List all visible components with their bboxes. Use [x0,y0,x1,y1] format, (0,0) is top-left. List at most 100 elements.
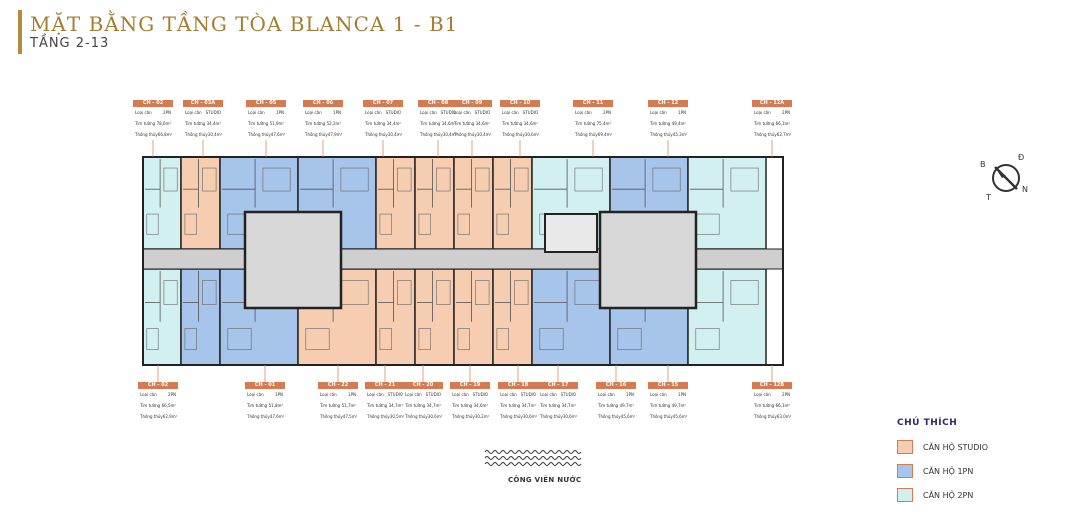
unit-label-key: Thông thủy [575,132,598,137]
unit-label-key: Loại căn [650,110,667,115]
unit-label-value: 34,7m² [426,403,441,408]
unit-label-key: Tim tường [320,403,341,408]
legend-label-2pn: CĂN HỘ 2PN [923,490,974,500]
unit-label-row-type: Loại căn 2PN [133,107,173,118]
unit-label-key: Thông thủy [320,414,343,419]
unit-label-value: 66,5m² [161,403,176,408]
unit-bottom-ch-20-bath [379,328,392,350]
unit-label-key: Tim tường [598,403,619,408]
unit-label-key: Thông thủy [598,414,621,419]
unit-bottom-ch-01 [180,268,221,366]
unit-top-ch-02-bath [146,213,159,235]
unit-top-ch-12-bed [652,167,681,192]
wave-line-0 [484,450,582,454]
unit-label-key: Loại căn [247,392,264,397]
unit-label-value: 63,0m² [776,414,792,419]
unit-label-value: 78,6m² [156,121,171,126]
compass-south: T [985,193,991,202]
unit-label-id: CH - 22 [318,382,358,389]
unit-label-value: 34,6m² [475,121,490,126]
unit-label-key: Thông thủy [452,414,475,419]
unit-bottom-ch-18-bath [457,328,470,350]
unit-label-key: Thông thủy [754,414,777,419]
unit-label-value: STUDIO [205,110,221,115]
compass-icon: Đ B N T [980,153,1028,202]
wave-line-1 [484,456,582,460]
unit-top-ch-12a-bed [730,167,759,192]
compass-north: N [1022,185,1028,194]
unit-top-ch-10-bed [514,167,529,192]
unit-label-id: CH - 08 [418,100,458,107]
unit-top-ch-03a-bath [184,213,197,235]
unit-label-value: 52,2m² [326,121,341,126]
unit-label-value: 49,7m² [619,403,634,408]
unit-label-value: 1PN [348,392,356,397]
unit-top-ch-11-bed [574,167,603,192]
legend-swatch-2pn [897,488,913,502]
unit-label-value: 34,4m² [386,121,401,126]
unit-label-key: Loại căn [135,110,152,115]
unit-label-value: 75,4m² [596,121,611,126]
unit-label-value: 30,4m² [207,132,223,137]
unit-label-key: Tim tường [247,403,268,408]
unit-label-value: 30,5m² [389,414,405,419]
unit-label-value: 49,4m² [671,121,686,126]
unit-label-value: 34,7m² [561,403,576,408]
unit-label-key: Thông thủy [500,414,523,419]
unit-label-key: Thông thủy [365,132,388,137]
unit-label-value: 1PN [678,392,686,397]
unit-label-key: Loại căn [754,110,771,115]
unit-label-id: CH - 11 [573,100,613,107]
unit-bottom-ch-17-bath [496,328,509,350]
unit-label-value: 2PN [782,392,790,397]
unit-label-key: Thông thủy [367,414,390,419]
unit-label-value: 34,6m² [441,121,456,126]
unit-label-id: CH - 02 [133,100,173,107]
unit-bottom-ch-12b [687,268,767,366]
unit-label-key: Loại căn [320,392,337,397]
unit-bottom-ch-02-bath [146,328,159,350]
compass-east: Đ [1018,153,1024,162]
unit-label-value: STUDIO [385,110,401,115]
core-left [243,210,343,310]
unit-label-value: 47,6m² [270,132,286,137]
unit-label-key: Tim tường [135,121,156,126]
unit-label-id: CH - 16 [596,382,636,389]
unit-label-value: 2PN [163,110,171,115]
unit-bottom-ch-20 [375,268,416,366]
unit-label-key: Loại căn [248,110,265,115]
unit-label-key: Loại căn [754,392,771,397]
unit-label-value: 1PN [333,110,341,115]
unit-label-key: Thông thủy [140,414,163,419]
